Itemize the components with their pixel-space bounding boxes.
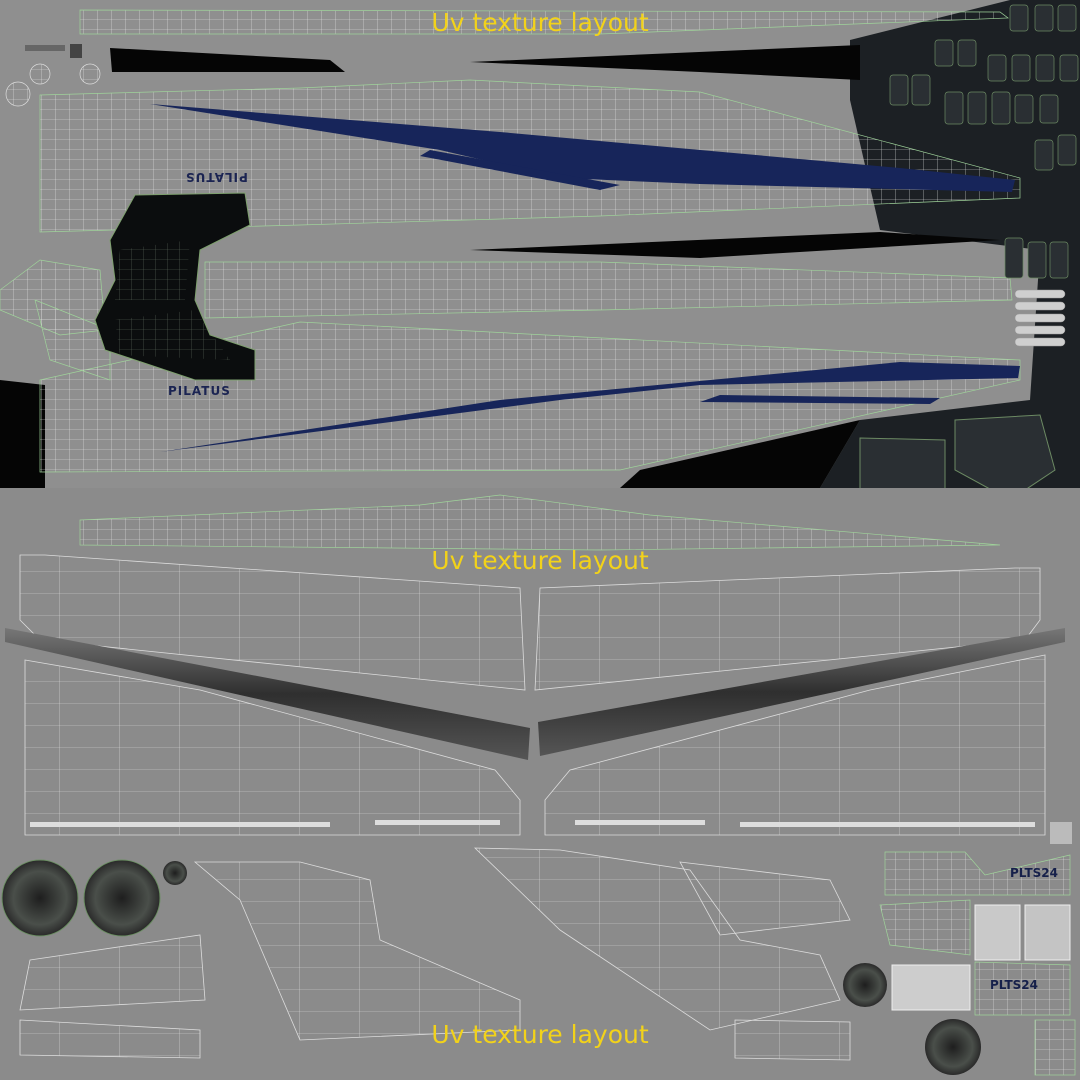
dark-region-right	[820, 0, 1080, 488]
pilatus-logo-lower: PILATUS	[168, 384, 231, 398]
engine-fans	[1, 859, 981, 1075]
uv-shell-wing-lower-right	[544, 654, 1046, 836]
dark-region-left	[0, 380, 45, 488]
registration-decal-upper: PLTS24	[1010, 866, 1058, 880]
bottom-uv-sheet	[0, 488, 1080, 1080]
uv-shell-bottom-strip	[79, 494, 1001, 551]
uv-shell-cowling-lower	[879, 899, 971, 956]
leading-edge-right	[538, 628, 1065, 756]
livery-stripe-upper	[150, 104, 1015, 192]
livery-stripe-lower	[160, 362, 1020, 452]
uv-shell-wing-lower-left	[24, 659, 521, 836]
uv-shell-stabilizer-left	[19, 934, 206, 1011]
dark-panel-cluster-right	[889, 4, 1079, 279]
leading-edge-left	[5, 628, 530, 760]
metal-panel	[974, 904, 1021, 961]
uv-shell-tail-left	[193, 861, 521, 1041]
uv-shell-tail-right	[473, 847, 841, 1031]
uv-shell-wing-upper-right	[534, 567, 1041, 691]
top-uv-sheet	[0, 0, 1080, 521]
flap-stack-right	[1014, 289, 1066, 347]
uv-layout-label-bottom: Uv texture layout	[431, 1020, 649, 1049]
uv-shell-top-strip	[79, 9, 1009, 35]
uv-shell-wing-upper-left	[19, 554, 526, 691]
uv-layout-label-top: Uv texture layout	[431, 8, 649, 37]
pilatus-logo-upper: PILATUS	[185, 170, 248, 184]
uv-layout-label-middle: Uv texture layout	[431, 546, 649, 575]
uv-shell-cowling-upper	[884, 851, 1071, 896]
uv-shell-fuselage-middle	[204, 261, 1013, 319]
registration-decal-lower: PLTS24	[990, 978, 1038, 992]
small-parts-topleft	[5, 44, 101, 107]
